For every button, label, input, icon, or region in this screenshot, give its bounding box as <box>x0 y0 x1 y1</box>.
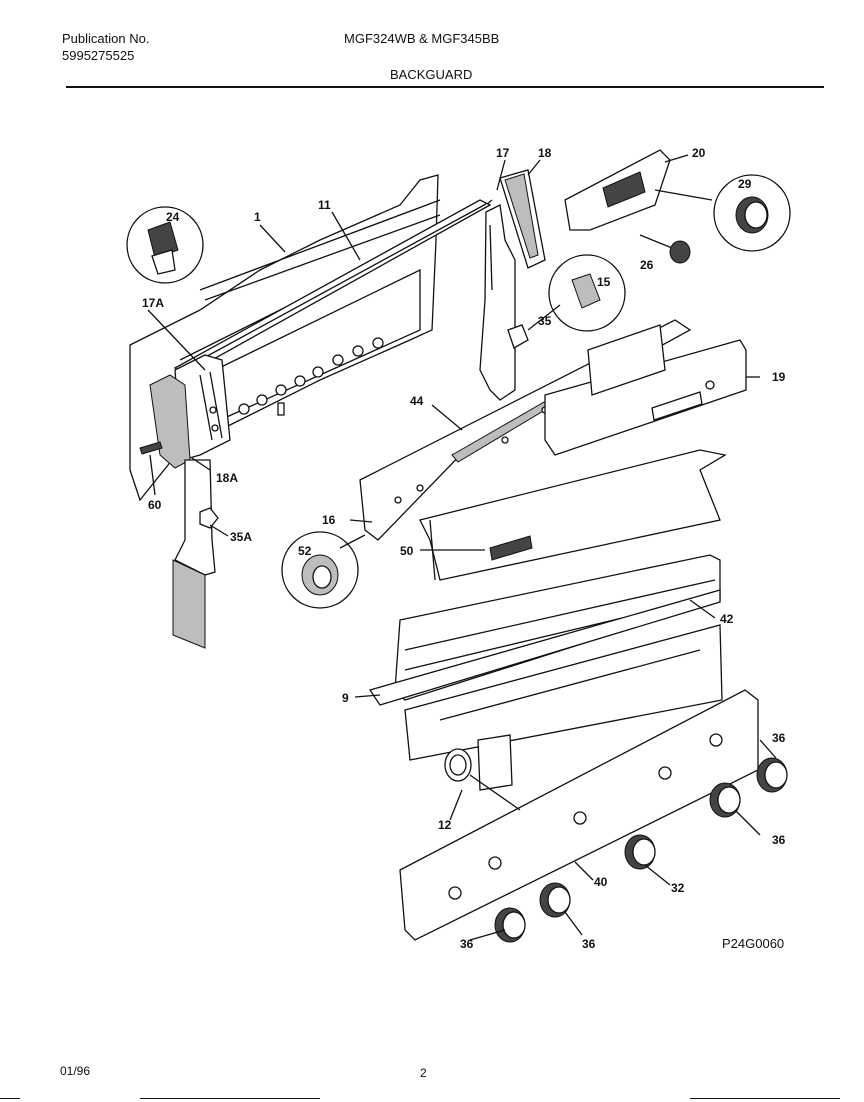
section-title: BACKGUARD <box>390 67 473 82</box>
knob-36-top <box>756 757 788 793</box>
right-end-cap <box>479 169 546 401</box>
callout-15: 15 <box>597 275 611 289</box>
callout-44: 44 <box>410 394 424 408</box>
lower-panel-50 <box>419 449 727 581</box>
callout-52: 52 <box>298 544 312 558</box>
left-end-cap <box>149 354 231 649</box>
callout-42: 42 <box>720 612 734 626</box>
callout-1: 1 <box>254 210 261 224</box>
knob-36-mid <box>709 782 741 818</box>
header-divider <box>66 86 824 88</box>
callout-50: 50 <box>400 544 414 558</box>
callout-24: 24 <box>166 210 180 224</box>
callout-17A: 17A <box>142 296 164 310</box>
clock-module-20 <box>564 149 671 231</box>
callout-9: 9 <box>342 691 349 705</box>
callout-29: 29 <box>738 177 752 191</box>
callout-35A: 35A <box>230 530 252 544</box>
publication-number: 5995275525 <box>62 48 135 63</box>
footer-rule-center <box>140 1098 320 1099</box>
callout-36-top: 36 <box>772 731 786 745</box>
callout-35: 35 <box>538 314 552 328</box>
front-trim-9 <box>368 589 723 761</box>
footer-page-number: 2 <box>420 1066 427 1080</box>
callout-40: 40 <box>594 875 608 889</box>
callout-36-mid: 36 <box>772 833 786 847</box>
callout-36-low: 36 <box>582 937 596 951</box>
footer-rule-left <box>0 1098 20 1099</box>
callout-12: 12 <box>438 818 452 832</box>
callout-18: 18 <box>538 146 552 160</box>
callout-11: 11 <box>318 198 331 212</box>
inset-29-knob <box>713 174 791 252</box>
publication-label: Publication No. <box>62 31 150 46</box>
leader-lines <box>147 154 777 941</box>
inset-15-bracket <box>548 254 626 332</box>
knob-shaft-26 <box>639 234 691 264</box>
callout-26: 26 <box>640 258 654 272</box>
drawing-code: P24G0060 <box>722 936 784 951</box>
callout-60: 60 <box>148 498 162 512</box>
callout-18A: 18A <box>216 471 238 485</box>
callout-19: 19 <box>772 370 786 384</box>
knob-32 <box>624 834 656 870</box>
inset-24-switch <box>126 206 204 284</box>
footer-date: 01/96 <box>60 1064 91 1078</box>
inset-52-grommet <box>281 531 359 609</box>
knob-36-low <box>539 882 571 918</box>
callout-36-front: 36 <box>460 937 474 951</box>
callout-32: 32 <box>671 881 685 895</box>
callout-16: 16 <box>322 513 336 527</box>
callout-17: 17 <box>496 146 510 160</box>
footer-rule-right <box>690 1098 840 1099</box>
callout-20: 20 <box>692 146 706 160</box>
spark-module-12 <box>444 734 521 811</box>
model-numbers: MGF324WB & MGF345BB <box>344 31 500 46</box>
control-panel-19 <box>544 324 747 456</box>
knob-36-front <box>494 907 526 943</box>
screw-60 <box>139 441 163 455</box>
